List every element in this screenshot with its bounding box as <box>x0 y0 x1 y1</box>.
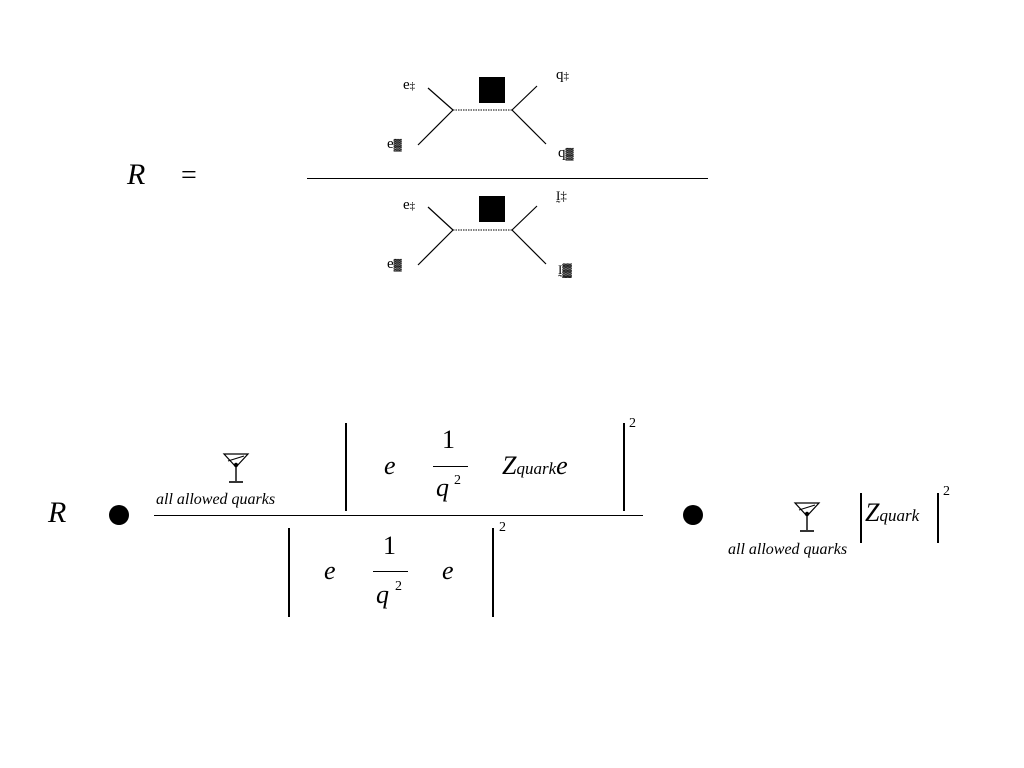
r-symbol-1: R <box>127 158 146 191</box>
scribble-icon: ▓ <box>393 259 402 271</box>
ribbon-icon: ‡ <box>409 80 416 92</box>
scribble-icon: ▓ <box>565 148 574 160</box>
den-power: 2 <box>499 520 506 535</box>
abs-bar-left <box>288 528 290 617</box>
electron-label-bottom: e▓ <box>387 136 402 152</box>
electron-label-bottom: e▓ <box>387 256 402 272</box>
quark-label-top: q‡ <box>556 67 570 83</box>
approx-dot-1-icon <box>109 505 129 525</box>
r-symbol-2: R <box>48 496 67 529</box>
den-e1: e <box>324 556 336 585</box>
quark-label-bottom: q▓ <box>558 145 574 161</box>
den-e2: e <box>442 556 454 585</box>
fraction-bar-2 <box>154 515 643 517</box>
den-one: 1 <box>383 531 396 560</box>
inner-fraction-bar <box>433 466 468 468</box>
muon-glyph-top-icon: Ḭ‡ <box>556 188 567 203</box>
electron-label-top: e‡ <box>403 77 416 93</box>
propagator-square-icon <box>479 196 505 222</box>
propagator-square-icon <box>479 77 505 103</box>
approx-dot-2-icon <box>683 505 703 525</box>
abs-bar-left <box>860 493 862 543</box>
rhs-power: 2 <box>943 484 950 499</box>
scribble-icon: ▓ <box>393 139 402 151</box>
ribbon-icon: ‡ <box>563 70 570 82</box>
num-z: Zquarke <box>502 451 568 480</box>
equals-sign: = <box>181 160 197 191</box>
num-e1: e <box>384 451 396 480</box>
num-q: q <box>436 473 449 502</box>
sum-label-left: all allowed quarks <box>156 491 276 508</box>
num-power: 2 <box>629 416 636 431</box>
sum-label-right: all allowed quarks <box>728 541 848 558</box>
electron-label-top: e‡ <box>403 197 416 213</box>
abs-bar-right <box>492 528 494 617</box>
den-q: q <box>376 580 389 609</box>
abs-bar-right <box>623 423 625 511</box>
num-q-square: 2 <box>454 473 461 488</box>
ribbon-icon: ‡ <box>409 200 416 212</box>
abs-bar-left <box>345 423 347 511</box>
den-q-square: 2 <box>395 579 402 594</box>
fraction-bar-1 <box>307 178 708 180</box>
rhs-z: Zquark <box>865 498 920 527</box>
abs-bar-right <box>937 493 939 543</box>
inner-fraction-bar <box>373 571 408 573</box>
num-one: 1 <box>442 425 455 454</box>
muon-glyph-bottom-icon: Ḭ▓ <box>558 262 572 277</box>
